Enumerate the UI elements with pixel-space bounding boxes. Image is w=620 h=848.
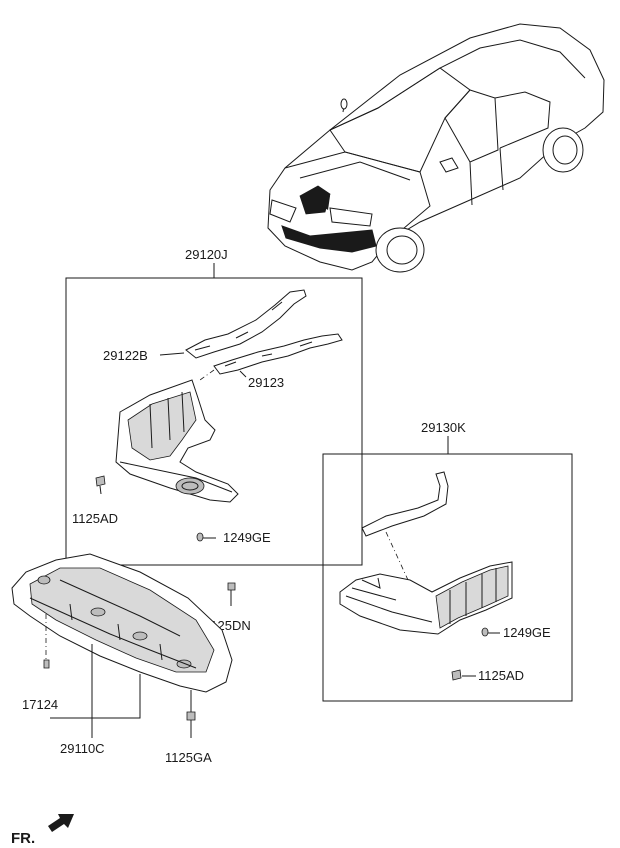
car-illustration <box>267 23 605 273</box>
bolt-center-icon <box>227 582 236 606</box>
label-29120j: 29120J <box>185 247 228 262</box>
label-29130k: 29130K <box>421 420 466 435</box>
under-cover <box>11 553 233 693</box>
front-cover-group-box <box>65 277 363 566</box>
label-29110c: 29110C <box>60 741 105 756</box>
rear-cover-group-box <box>322 453 573 702</box>
front-arrow-icon <box>48 814 74 832</box>
label-1249ge-left: 1249GE <box>223 530 271 545</box>
front-indicator-label: FR. <box>11 830 35 847</box>
bolt-right-assy-icon <box>451 669 476 681</box>
label-1125ad-right: 1125AD <box>478 668 524 683</box>
label-29122b: 29122B <box>103 348 148 363</box>
label-1125ad-left: 1125AD <box>72 511 118 526</box>
rear-cover-group: 29130K 1249GE 1125AD <box>322 420 573 702</box>
label-1249ge-right: 1249GE <box>503 625 551 640</box>
front-direction-indicator: FR. <box>11 814 74 847</box>
bolt-left-assy-icon <box>95 475 106 495</box>
screw-left-assy-icon <box>196 532 216 542</box>
clip-under-cover-icon <box>43 659 50 669</box>
bolt-under-cover-icon <box>186 690 196 738</box>
screw-right-assy-icon <box>481 627 500 637</box>
label-1125ga: 1125GA <box>165 750 212 765</box>
side-rail-right <box>213 333 343 375</box>
front-cover-group: 29120J 29122B 29123 1125AD <box>65 247 363 566</box>
label-29123: 29123 <box>248 375 284 390</box>
label-17124: 17124 <box>22 697 58 712</box>
rear-bracket <box>361 471 449 537</box>
